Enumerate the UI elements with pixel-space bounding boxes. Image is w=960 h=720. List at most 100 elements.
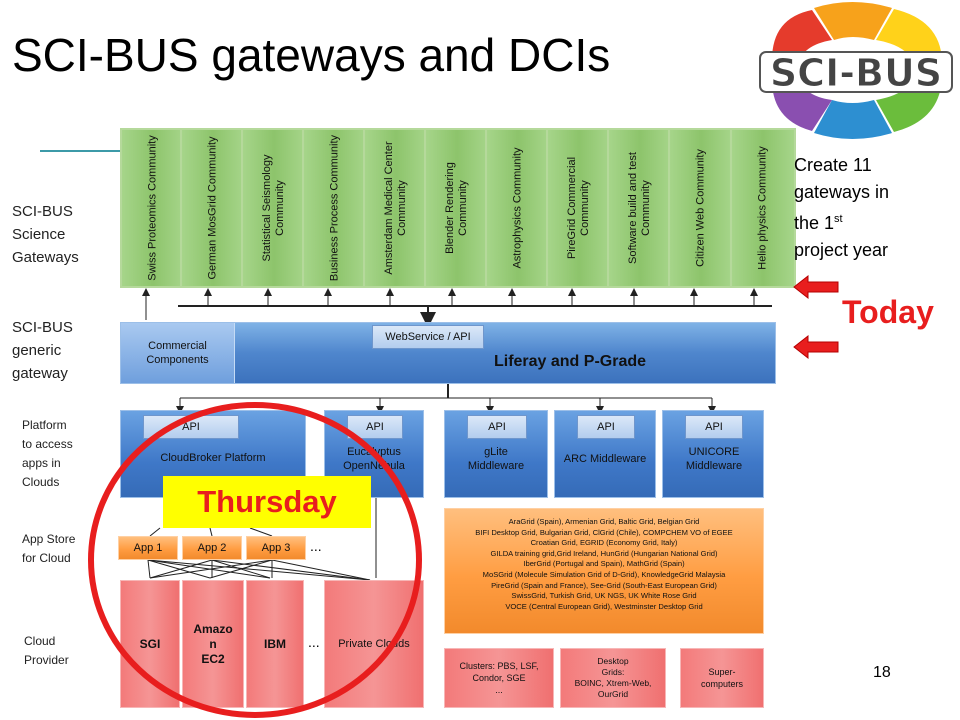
gateway-piregrid-commercial[interactable]: PireGrid Commercial Community	[546, 128, 612, 288]
provider-ibm[interactable]: IBM	[246, 580, 304, 708]
label-science-gateways: SCI-BUS Science Gateways	[12, 200, 79, 269]
label-app-store: App Store for Cloud	[22, 530, 75, 568]
provider-sgi[interactable]: SGI	[120, 580, 180, 708]
label-line: Platform	[22, 418, 67, 432]
note-line: Create 11	[794, 155, 872, 175]
gateway-label: Software build and test Community	[627, 152, 652, 264]
label-line: Clouds	[22, 475, 60, 489]
box-line: Grids:	[601, 667, 625, 677]
gateway-statistical-seismology[interactable]: Statistical Seismology Community	[241, 128, 307, 288]
logo-text: SCI-BUS	[770, 51, 942, 95]
api-button[interactable]: API	[577, 415, 635, 439]
gateway-business-process[interactable]: Business Process Community	[302, 128, 368, 288]
platform-label: gLite Middleware	[467, 446, 525, 472]
platform-label: UNICORE Middleware	[685, 446, 743, 472]
note-superscript: st	[834, 213, 843, 225]
note-line: gateways in	[794, 182, 890, 202]
left-arrow-icon	[793, 274, 839, 300]
focus-ellipse	[88, 402, 422, 718]
page-number: 18	[873, 664, 891, 681]
left-arrow-icon	[793, 334, 839, 360]
label-line: SCI-BUS	[12, 203, 73, 220]
gateway-citizen-web[interactable]: Citizen Web Community	[668, 128, 734, 288]
label-line: generic	[12, 342, 62, 359]
provider-label-line: Amazo	[193, 621, 233, 636]
api-button[interactable]: API	[467, 415, 527, 439]
gateway-helio-physics[interactable]: Helio physics Community	[730, 128, 796, 288]
liferay-label: Liferay and P-Grade	[493, 353, 647, 370]
label-line: Cloud	[24, 634, 56, 648]
webservice-api-button[interactable]: WebService / API	[372, 325, 484, 349]
box-line: Clusters: PBS, LSF,	[459, 661, 539, 671]
note-line: project year	[794, 240, 889, 260]
gateway-software-build[interactable]: Software build and test Community	[607, 128, 673, 288]
commercial-components[interactable]: Commercial Components	[121, 323, 235, 383]
box-line: Super-	[708, 667, 736, 677]
slide-title: SCI-BUS gateways and DCIs	[12, 29, 611, 81]
grid-list-line: Croatian Grid, EGRID (Economy Grid, Ital…	[530, 538, 678, 548]
label-line: Science	[12, 226, 66, 243]
label-generic-gateway: SCI-BUS generic gateway	[12, 316, 73, 385]
desktop-grids-box[interactable]: Desktop Grids: BOINC, Xtrem-Web, OurGrid	[560, 648, 666, 708]
grid-list-line: AraGrid (Spain), Armenian Grid, Baltic G…	[508, 517, 700, 526]
platform-label: ARC Middleware	[563, 453, 647, 465]
gateway-label: Business Process Community	[328, 134, 341, 282]
label-line: App Store	[22, 532, 76, 546]
platform-arc[interactable]: API ARC Middleware	[554, 410, 656, 498]
gateway-german-mosgrid[interactable]: German MosGrid Community	[180, 128, 246, 288]
box-line: computers	[700, 679, 744, 689]
provider-label-line: n	[209, 636, 217, 651]
note-text: the 1	[794, 213, 835, 233]
gateway-label: German MosGrid Community	[206, 136, 219, 280]
clusters-box[interactable]: Clusters: PBS, LSF, Condor, SGE ...	[444, 648, 554, 708]
platform-glite[interactable]: API gLite Middleware	[444, 410, 548, 498]
label-cloud-provider: Cloud Provider	[24, 632, 69, 670]
provider-label-line: EC2	[201, 651, 225, 666]
gateway-label: Blender Rendering Community	[444, 162, 469, 254]
label-line: Provider	[24, 653, 69, 667]
label-line: SCI-BUS	[12, 319, 73, 336]
provider-amazon-ec2[interactable]: Amazo n EC2	[182, 580, 244, 708]
provider-private-clouds[interactable]: Private Clouds	[324, 580, 424, 708]
box-line: Condor, SGE	[472, 673, 526, 683]
label-platform: Platform to access apps in Clouds	[22, 416, 73, 492]
gateway-amsterdam-medical[interactable]: Amsterdam Medical Center Community	[363, 128, 429, 288]
app-2-button[interactable]: App 2	[182, 536, 242, 560]
supercomputers-box[interactable]: Super- computers	[680, 648, 764, 708]
gateway-label: PireGrid Commercial Community	[566, 156, 591, 260]
box-line: BOINC, Xtrem-Web,	[574, 678, 652, 688]
label-line: to access	[22, 437, 73, 451]
gateway-label: Statistical Seismology Community	[261, 154, 286, 262]
grid-list-line: SwissGrid, Turkish Grid, UK NGS, UK Whit…	[511, 591, 697, 601]
note-line: the 1st	[794, 206, 889, 237]
grid-list-line: MoSGrid (Molecule Simulation Grid of D-G…	[482, 569, 726, 579]
sci-bus-logo: SCI-BUS	[759, 2, 953, 139]
gateway-swiss-proteomics[interactable]: Swiss Proteomics Community	[120, 128, 186, 288]
label-line: gateway	[12, 365, 68, 382]
app-3-button[interactable]: App 3	[246, 536, 306, 560]
today-label: Today	[842, 294, 934, 330]
gateway-label: Helio physics Community	[756, 146, 769, 270]
label-line: Gateways	[12, 249, 79, 266]
gateway-blender-rendering[interactable]: Blender Rendering Community	[424, 128, 490, 288]
platform-unicore[interactable]: API UNICORE Middleware	[662, 410, 764, 498]
gateway-label: Astrophysics Community	[511, 147, 524, 269]
box-line: Desktop	[597, 656, 629, 666]
grid-list-line: IberGrid (Portugal and Spain), MathGrid …	[523, 559, 685, 569]
label-line: apps in	[22, 456, 61, 470]
gateway-label: Swiss Proteomics Community	[146, 135, 159, 281]
create-gateways-note: Create 11 gateways in the 1st project ye…	[794, 152, 889, 264]
grid-list-line: BIFI Desktop Grid, Bulgarian Grid, ClGri…	[475, 527, 733, 537]
grid-list-line: VOCE (Central European Grid), Westminste…	[505, 601, 703, 611]
gateway-astrophysics[interactable]: Astrophysics Community	[485, 128, 551, 288]
providers-ellipsis: ...	[308, 634, 320, 650]
api-button[interactable]: API	[685, 415, 743, 439]
gateway-label: Citizen Web Community	[694, 149, 707, 267]
app-1-button[interactable]: App 1	[118, 536, 178, 560]
box-line: ...	[495, 685, 503, 695]
label-line: for Cloud	[22, 551, 71, 565]
grid-list-line: PireGrid (Spain and France), See-Grid (S…	[491, 580, 717, 590]
grids-list-box[interactable]: AraGrid (Spain), Armenian Grid, Baltic G…	[444, 508, 764, 634]
thursday-label: Thursday	[163, 476, 371, 528]
